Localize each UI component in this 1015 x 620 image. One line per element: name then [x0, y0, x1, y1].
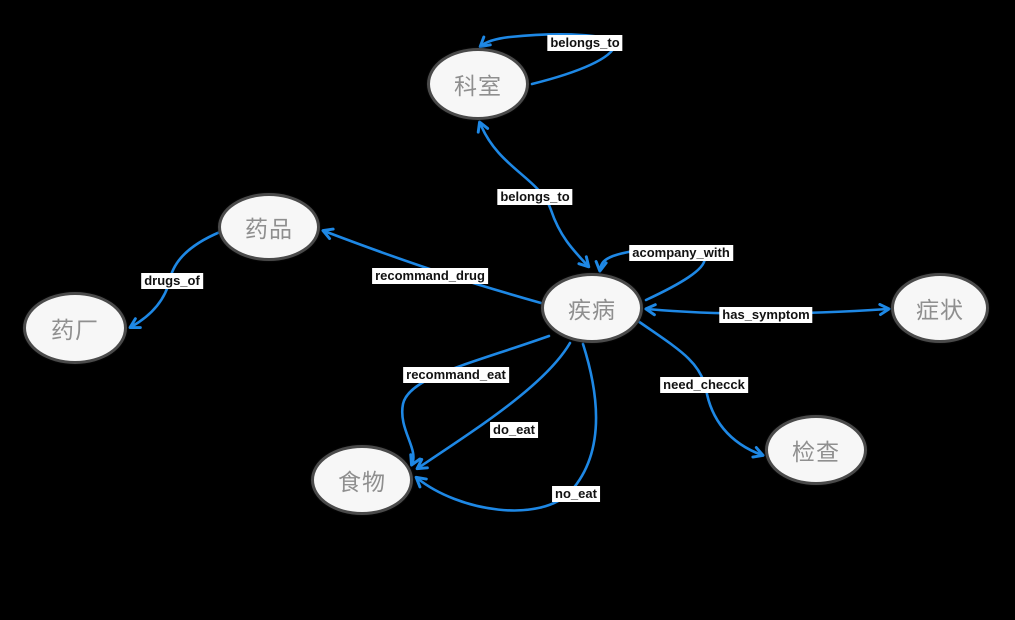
- edge-recommand-eat: [400, 334, 551, 467]
- edge-label-recommand-eat: recommand_eat: [403, 367, 509, 383]
- edge-belongs-to-disease-department: [476, 120, 591, 269]
- edge-label-belongs-to: belongs_to: [497, 189, 573, 205]
- node-examination-label: 检查: [792, 439, 840, 465]
- node-disease[interactable]: 疾病: [541, 273, 643, 343]
- node-drug[interactable]: 药品: [218, 193, 320, 261]
- edge-label-no-eat: no_eat: [552, 486, 600, 502]
- node-examination[interactable]: 检查: [765, 415, 867, 485]
- node-department-label: 科室: [454, 73, 502, 99]
- edge-label-do-eat: do_eat: [490, 422, 538, 438]
- edge-label-has-symptom: has_symptom: [719, 307, 813, 323]
- edge-do-eat: [415, 341, 572, 471]
- node-pharmacy-factory[interactable]: 药厂: [23, 292, 127, 364]
- node-symptom-label: 症状: [916, 297, 964, 323]
- edge-label-drugs-of: drugs_of: [141, 273, 203, 289]
- edge-label-acompany-with: acompany_with: [629, 245, 733, 261]
- edge-label-belongs-to-loop: belongs_to: [547, 35, 623, 51]
- node-food[interactable]: 食物: [311, 445, 413, 515]
- node-symptom[interactable]: 症状: [891, 273, 989, 343]
- node-drug-label: 药品: [245, 216, 293, 242]
- edge-recommand-drug: [321, 227, 543, 305]
- node-disease-label: 疾病: [568, 297, 616, 323]
- edge-label-recommand-drug: recommand_drug: [372, 268, 488, 284]
- node-food-label: 食物: [338, 469, 386, 495]
- node-pharmacy-factory-label: 药厂: [51, 317, 99, 343]
- node-department[interactable]: 科室: [427, 48, 529, 120]
- edge-label-need-checck: need_checck: [660, 377, 748, 393]
